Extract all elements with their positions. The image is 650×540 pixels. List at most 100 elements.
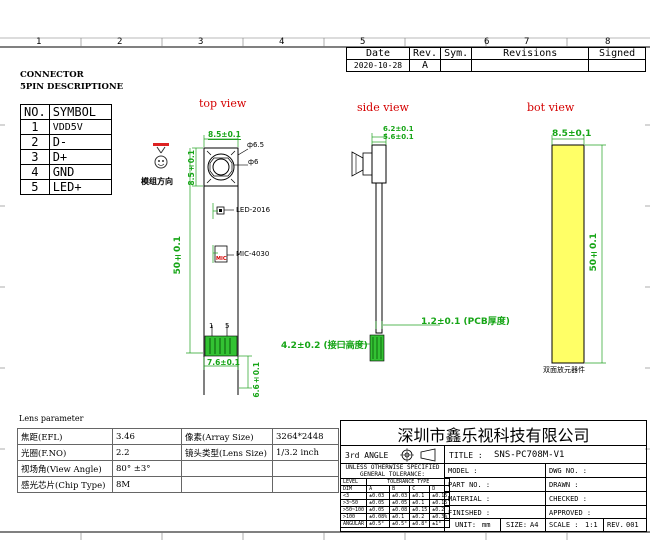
dim-connector-height: 4.2±0.2 (接口高度) xyxy=(281,341,368,351)
lens-title: Lens parameter xyxy=(19,414,84,423)
material-label: MATERIAL : xyxy=(448,495,491,503)
title-value: SNS-PC708M-V1 xyxy=(494,450,565,460)
company-name: 深圳市鑫乐视科技有限公司 xyxy=(397,426,590,445)
tol-cell: ±0.03 xyxy=(389,492,411,500)
size-value: A4 xyxy=(530,521,539,529)
title-label: TITLE : xyxy=(449,451,483,460)
label-mic-chip: MIC xyxy=(216,256,227,262)
tol-col: DIM xyxy=(339,485,368,493)
tol-cell: <3 xyxy=(339,492,368,500)
tol-cell: ±0.1 xyxy=(409,499,431,507)
divider xyxy=(545,518,546,532)
tol-cell: >50~100 xyxy=(339,506,368,514)
rev-header-date: Date xyxy=(346,47,410,60)
drawn-label: DRAWN : xyxy=(549,481,579,489)
divider xyxy=(444,505,647,506)
tol-cell: ±0.3% xyxy=(429,513,451,521)
top-view-drawing xyxy=(186,135,252,395)
dim-bot-width: 8.5±0.1 xyxy=(552,129,592,139)
tol-cell: ±0.05 xyxy=(366,506,391,514)
dim-pcb: 1.2±0.1 (PCB厚度) xyxy=(421,317,510,327)
approved-label: APPROVED : xyxy=(549,509,592,517)
checked-label: CHECKED : xyxy=(549,495,587,503)
bot-view-drawing xyxy=(551,135,606,364)
scale-value: 1:1 xyxy=(585,521,598,529)
pin-symbol: D- xyxy=(48,134,113,150)
lens-cell xyxy=(181,460,273,477)
pin-no: 4 xyxy=(20,164,50,180)
bot-view-title: bot view xyxy=(527,101,575,114)
size-label: SIZE: xyxy=(506,521,528,529)
dim-top-width: 8.5±0.1 xyxy=(208,130,241,140)
tol-cell: ±0.08% xyxy=(366,513,391,521)
lens-cell: 3.46 xyxy=(112,428,182,445)
pin-symbol: D+ xyxy=(48,149,113,165)
column-number: 8 xyxy=(605,37,611,47)
tol-cell: ±0.08 xyxy=(389,506,411,514)
connector-title: CONNECTOR 5PIN DESCRIPTIONE xyxy=(20,70,124,92)
tol-cell: ±0.05 xyxy=(389,499,411,507)
rev-header-rev: Rev. xyxy=(408,47,442,60)
lens-cell: 焦距(EFL) xyxy=(17,428,113,445)
column-number: 3 xyxy=(198,37,204,47)
rev-sym xyxy=(440,59,473,72)
rev-signed xyxy=(588,59,646,72)
pin-symbol: VDD5V xyxy=(48,119,113,135)
tol-cell: ±0.1 xyxy=(409,492,431,500)
part-no-label: PART NO. : xyxy=(448,481,491,489)
lens-cell: 1/3.2 inch xyxy=(272,444,339,461)
pin-header-symbol: SYMBOL xyxy=(48,104,113,120)
lens-cell: 8M xyxy=(112,476,182,493)
module-direction-icon xyxy=(153,143,169,169)
tol-col: C xyxy=(409,485,431,493)
dim-bottom-width: 7.6±0.1 xyxy=(207,358,240,367)
dim-phi-inner: ф6 xyxy=(248,158,259,166)
lens-cell xyxy=(181,476,273,493)
model-label: MODEL : xyxy=(448,467,478,475)
angle-label: 3rd ANGLE xyxy=(345,451,389,460)
rev-header-signed: Signed xyxy=(588,47,646,60)
lens-cell: 2.2 xyxy=(112,444,182,461)
divider xyxy=(340,445,647,446)
dim-length: 50±0.1 xyxy=(173,236,183,275)
projection-symbol-icon xyxy=(400,448,436,462)
label-dual-side: 双面放元器件 xyxy=(543,366,585,374)
dim-phi-outer: ф6.5 xyxy=(247,141,265,149)
scale-label: SCALE : xyxy=(549,521,579,529)
tol-cell: ±0.2 xyxy=(409,513,431,521)
unit-value: mm xyxy=(482,521,491,529)
tol-cell: ±0.2 xyxy=(429,506,451,514)
tolerance-note: UNLESS OTHERWISE SPECIFIED GENERAL TOLER… xyxy=(345,464,440,478)
tol-cell: ±0.15 xyxy=(409,506,431,514)
rev-header-revisions: Revisions xyxy=(471,47,590,60)
pin-no: 1 xyxy=(20,119,50,135)
divider xyxy=(444,491,647,492)
column-number: 6 xyxy=(484,37,490,47)
lens-cell: 80° ±3° xyxy=(112,460,182,477)
divider xyxy=(340,463,647,464)
rev-header-sym: Sym. xyxy=(440,47,473,60)
divider xyxy=(500,518,501,532)
lens-cell: 像素(Array Size) xyxy=(181,428,273,445)
tol-head: TOLERANCE TYPE xyxy=(366,478,451,486)
lens-cell: 视场角(View Angle) xyxy=(17,460,113,477)
label-pin-first: 1 xyxy=(209,322,214,330)
pin-no: 5 xyxy=(20,179,50,195)
column-number: 2 xyxy=(117,37,123,47)
label-led: LED-2016 xyxy=(236,206,271,214)
column-number: 4 xyxy=(279,37,285,47)
pin-no: 3 xyxy=(20,149,50,165)
finished-label: FINISHED : xyxy=(448,509,491,517)
rev-value: A xyxy=(408,59,442,72)
lens-cell: 光圈(F.NO) xyxy=(17,444,113,461)
divider xyxy=(444,477,647,478)
column-number: 1 xyxy=(36,37,42,47)
dim-bot-length: 50±0.1 xyxy=(589,233,599,272)
column-number: 7 xyxy=(524,37,530,47)
top-view-title: top view xyxy=(199,97,247,110)
tol-col: A xyxy=(366,485,391,493)
label-pin-last: 5 xyxy=(225,322,230,330)
pin-symbol: LED+ xyxy=(48,179,113,195)
